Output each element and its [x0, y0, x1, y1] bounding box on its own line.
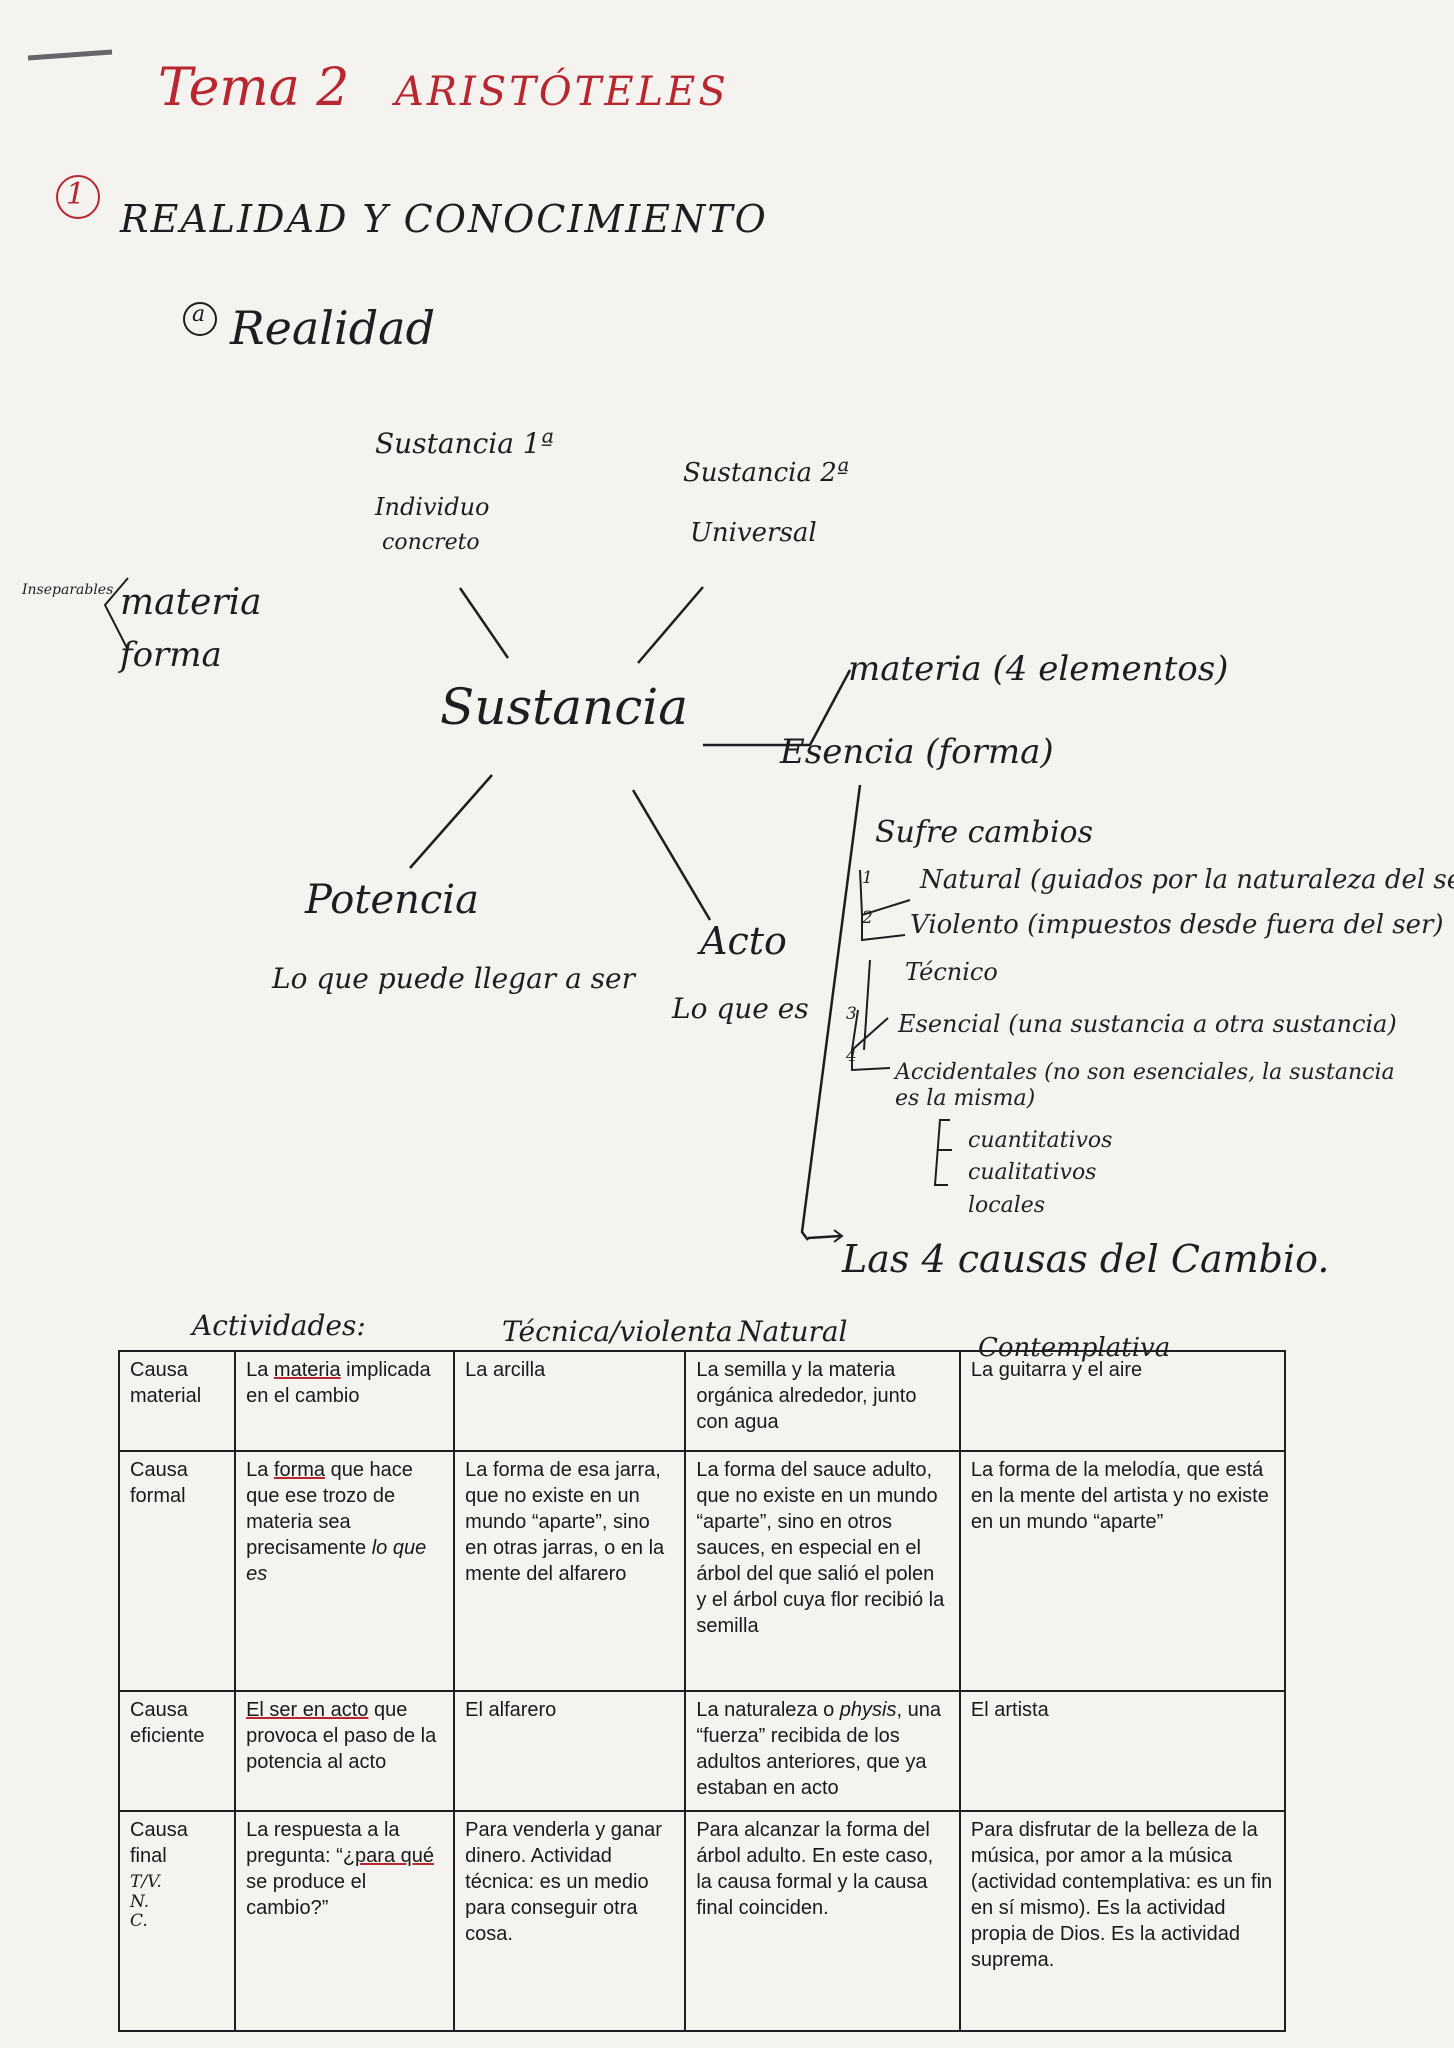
subsection-letter-circle [183, 302, 217, 336]
cell-natural: La naturaleza o physis, una “fuerza” rec… [684, 1690, 961, 1812]
cell-tecnica: La forma de esa jarra, que no existe en … [453, 1450, 687, 1692]
accidental-cuantitativos: cuantitativos [968, 1128, 1113, 1153]
acto-desc: Lo que es [672, 992, 809, 1025]
cell-natural: La semilla y la materia orgánica alreded… [684, 1350, 961, 1452]
section-title: Realidad y Conocimiento [120, 197, 768, 241]
accidental-locales: locales [968, 1193, 1046, 1218]
activities-label: Actividades: [192, 1309, 366, 1342]
primary-substance-desc1: Individuo [375, 493, 490, 521]
connector-primary [458, 587, 510, 659]
inseparables-bracket [103, 577, 129, 651]
accidental-bracket [933, 1119, 950, 1186]
subsection-letter: a [192, 302, 206, 327]
cambio-esencial: Esencial (una sustancia a otra sustancia… [898, 1010, 1397, 1038]
accidental-cualitativos: cualitativos [968, 1160, 1097, 1185]
primary-substance-desc2: concreto [382, 530, 480, 555]
cause-name: Causa material [117, 1350, 237, 1452]
col-label-tecnica: Técnica/violenta [502, 1315, 733, 1348]
cause-name: Causa eficiente [117, 1690, 237, 1812]
potencia-title: Potencia [305, 877, 479, 923]
causas-arrow [807, 1234, 841, 1240]
cell-contemplativa: La guitarra y el aire [958, 1350, 1287, 1452]
materia-label: materia [120, 582, 262, 623]
section-number: 1 [66, 177, 86, 212]
theme-label: Tema 2 [158, 58, 350, 118]
table-row: Causa formal La forma que hace que ese t… [117, 1450, 1287, 1692]
secondary-substance-title: Sustancia 2ª [683, 458, 850, 488]
connector-secondary [637, 586, 704, 664]
cuatro-causas-label: Las 4 causas del Cambio. [842, 1237, 1330, 1281]
potencia-desc: Lo que puede llegar a ser [272, 962, 636, 995]
acto-title: Acto [700, 919, 787, 963]
cell-tecnica: Para venderla y ganar dinero. Actividad … [453, 1810, 687, 2032]
primary-substance-title: Sustancia 1ª [375, 427, 554, 460]
cause-definition: La respuesta a la pregunta: “¿para qué s… [234, 1810, 456, 2032]
cambio-num-4: 4 [846, 1046, 857, 1066]
corner-mark [27, 49, 113, 61]
arrow-2 [861, 915, 906, 942]
connector-acto [631, 789, 712, 921]
table-row: Causa material La materia implicada en e… [117, 1350, 1287, 1452]
materia-elements-label: materia (4 elementos) [848, 649, 1229, 689]
cell-natural: Para alcanzar la forma del árbol adulto.… [684, 1810, 961, 2032]
cambio-num-3: 3 [846, 1004, 857, 1024]
col-label-natural: Natural [738, 1315, 848, 1348]
cell-natural: La forma del sauce adulto, que no existe… [684, 1450, 961, 1692]
cambios-title: Sufre cambios [875, 815, 1093, 850]
arrow-4 [851, 1050, 891, 1072]
esencia-vertical-line [800, 784, 862, 1241]
esencia-label: Esencia (forma) [780, 732, 1054, 772]
cause-definition: La materia implicada en el cambio [234, 1350, 456, 1452]
cause-name: Causa formal [117, 1450, 237, 1692]
inseparables-label: Inseparables [22, 582, 114, 598]
cell-tecnica: El alfarero [453, 1690, 687, 1812]
cambio-natural: Natural (guiados por la naturaleza del s… [920, 865, 1454, 895]
connector-esencia [703, 669, 852, 747]
connector-potencia [409, 774, 493, 869]
cambio-num-2: 2 [862, 908, 873, 928]
forma-label: forma [120, 635, 222, 675]
cambio-violento: Violento (impuestos desde fuera del ser) [910, 910, 1444, 940]
final-cause-marks: T/V. N. C. [130, 1872, 162, 1932]
cambio-num-1: 1 [862, 868, 873, 888]
table-row: Causa eficiente El ser en acto que provo… [117, 1690, 1287, 1812]
section-number-circle [56, 175, 100, 219]
cause-definition: La forma que hace que ese trozo de mater… [234, 1450, 456, 1692]
cambio-tecnico: Técnico [905, 958, 998, 986]
subsection-title: Realidad [230, 301, 436, 355]
cause-definition: El ser en acto que provoca el paso de la… [234, 1690, 456, 1812]
sustancia-center: Sustancia [440, 678, 689, 736]
cell-contemplativa: La forma de la melodía, que está en la m… [958, 1450, 1287, 1692]
cause-name: Causa final T/V. N. C. [117, 1810, 237, 2032]
cell-tecnica: La arcilla [453, 1350, 687, 1452]
causes-table: Causa material La materia implicada en e… [117, 1350, 1287, 2032]
cell-contemplativa: El artista [958, 1690, 1287, 1812]
cell-contemplativa: Para disfrutar de la belleza de la músic… [958, 1810, 1287, 2032]
table-row: Causa final T/V. N. C. La respuesta a la… [117, 1810, 1287, 2032]
arrow-3 [850, 1009, 889, 1053]
secondary-substance-desc: Universal [690, 518, 817, 548]
tecnico-line [863, 959, 871, 1051]
author-title: Aristóteles [395, 69, 729, 115]
cambio-accidentales: Accidentales (no son esenciales, la sust… [895, 1060, 1395, 1112]
